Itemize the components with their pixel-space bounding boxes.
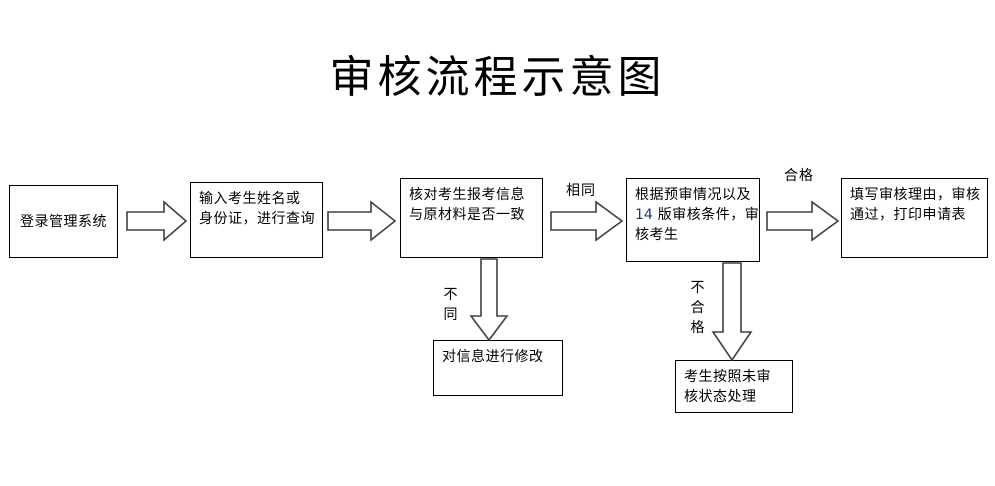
process-box-pending: 考生按照未审 核状态处理: [675, 360, 793, 413]
arrow-review-to-pending: [710, 262, 754, 362]
arrow-review-to-approve: [766, 199, 840, 243]
decision-box-verify-line-1: 核对考生报考信息: [409, 187, 525, 203]
arrow-search-to-verify: [327, 199, 397, 243]
decision-box-verify-line-2: 与原材料是否一致: [409, 207, 525, 223]
edge-label-different: 不同: [443, 287, 459, 323]
decision-box-review-line-1: 根据预审情况以及: [635, 187, 751, 203]
process-box-login-line-1: 登录管理系统: [20, 213, 107, 230]
process-box-pending-line-1: 考生按照未审: [684, 369, 771, 385]
version-highlight: 14: [635, 207, 653, 223]
page-title: 审核流程示意图: [329, 52, 666, 103]
arrow-login-to-search: [126, 199, 188, 243]
process-box-search-line-1: 输入考生姓名或: [199, 191, 301, 207]
process-box-approve: 填写审核理由，审核 通过，打印申请表: [841, 178, 988, 258]
decision-box-verify: 核对考生报考信息 与原材料是否一致: [400, 178, 543, 258]
process-box-modify: 对信息进行修改: [433, 340, 563, 396]
process-box-login: 登录管理系统: [9, 185, 118, 258]
decision-box-review-line-2-rest: 版审核条件，审: [652, 207, 760, 223]
decision-box-review-line-3: 核考生: [635, 227, 679, 243]
arrow-verify-to-modify: [469, 258, 509, 342]
edge-label-pass: 合格: [784, 168, 814, 184]
process-box-approve-line-2: 通过，打印申请表: [850, 207, 966, 223]
edge-label-same: 相同: [566, 183, 596, 199]
decision-box-review: 根据预审情况以及 14 版审核条件，审 核考生: [626, 178, 760, 262]
process-box-search: 输入考生姓名或 身份证，进行查询: [190, 182, 323, 258]
process-box-search-line-2: 身份证，进行查询: [199, 211, 315, 227]
edge-label-fail: 不合格: [690, 280, 706, 336]
process-box-approve-line-1: 填写审核理由，审核: [850, 187, 981, 203]
decision-box-review-line-2: 14 版审核条件，审: [635, 205, 759, 225]
process-box-modify-line-1: 对信息进行修改: [442, 349, 544, 365]
arrow-verify-to-review: [550, 199, 624, 243]
process-box-pending-line-2: 核状态处理: [684, 389, 757, 405]
